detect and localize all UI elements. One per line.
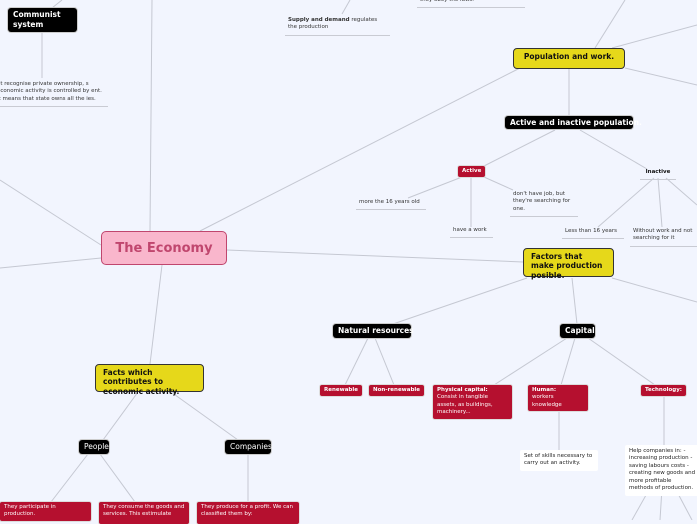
- supply-bold: Supply and demand: [288, 17, 350, 23]
- node-natural-resources[interactable]: Natural resources: [333, 324, 414, 338]
- supply-rest: regulates the production: [288, 17, 378, 31]
- node-active-child[interactable]: don't have job, but they're searching fo…: [510, 190, 578, 218]
- human-text: workers knowledge: [532, 394, 562, 408]
- node-active-inactive[interactable]: Active and inactive population.: [505, 116, 642, 129]
- node-obey-laws[interactable]: they obey the laws.: [417, 0, 525, 9]
- node-people[interactable]: People: [79, 440, 109, 454]
- node-active-child[interactable]: more the 16 years old: [356, 198, 426, 211]
- human-title: Human:: [532, 387, 557, 393]
- node-human-detail[interactable]: Set of skills necessary to carry out an …: [520, 450, 598, 471]
- node-factors-production[interactable]: Factors that make production posible.: [523, 248, 614, 280]
- node-inactive-child[interactable]: Less than 16 years: [562, 227, 624, 240]
- node-technology[interactable]: Technology:: [641, 385, 687, 397]
- node-capital[interactable]: Capital: [560, 324, 595, 338]
- physical-title: Physical capital:: [437, 387, 488, 393]
- central-node-the-economy[interactable]: The Economy: [101, 231, 227, 265]
- node-communist-text[interactable]: ot recognise private ownership, s econom…: [0, 80, 108, 108]
- node-supply-demand[interactable]: Supply and demand regulates the producti…: [285, 16, 390, 36]
- node-companies-child[interactable]: They produce for a profit. We can classi…: [197, 502, 299, 524]
- node-active-child[interactable]: have a work: [450, 226, 493, 239]
- node-renewable[interactable]: Renewable: [320, 385, 362, 397]
- node-facts-economic-activity[interactable]: Facts which contributes to economic acti…: [95, 364, 204, 396]
- node-people-child[interactable]: They participate in production.: [0, 502, 91, 521]
- node-physical-capital[interactable]: Physical capital:Consist in tangible ass…: [433, 385, 512, 419]
- node-communist-system[interactable]: Communist system: [8, 8, 77, 32]
- physical-text: Consist in tangible assets, as buildings…: [437, 394, 493, 416]
- node-people-child[interactable]: They consume the goods and services. Thi…: [99, 502, 189, 524]
- node-population-work[interactable]: Population and work.: [513, 48, 625, 69]
- node-inactive-child[interactable]: Without work and not searching for it: [630, 227, 697, 247]
- node-non-renewable[interactable]: Non-renewable: [369, 385, 425, 397]
- node-technology-detail[interactable]: Help companies in: -increasing productio…: [625, 445, 697, 496]
- node-active[interactable]: Active: [458, 166, 486, 178]
- node-human-capital[interactable]: Human:workers knowledge: [528, 385, 588, 412]
- node-companies[interactable]: Companies: [225, 440, 272, 454]
- node-inactive[interactable]: Inactive: [640, 168, 676, 181]
